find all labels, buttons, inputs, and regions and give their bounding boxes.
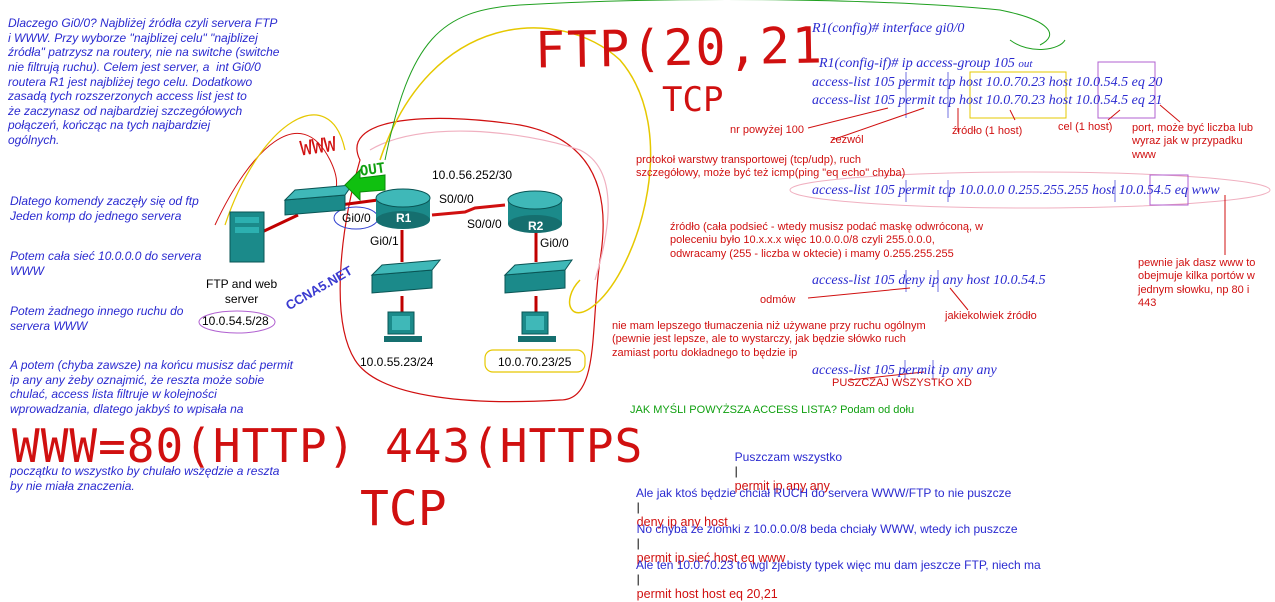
r2-s000-label: S0/0/0 <box>467 217 502 231</box>
r1-gi00-label: Gi0/0 <box>342 211 371 225</box>
acl3-source-highlight <box>789 171 1271 209</box>
server-ip: 10.0.54.5/28 <box>202 314 269 328</box>
pink-loop-annotation <box>369 130 609 281</box>
green-curve-annotation <box>384 0 1051 161</box>
annotation-www-ports: pewnie jak dasz www to obejmuje kilka po… <box>1138 257 1256 310</box>
yellow-scribble-left <box>224 114 346 226</box>
note-paragraph-4: Potem żadnego innego ruchu do servera WW… <box>10 304 184 333</box>
acl-port-box <box>1149 174 1189 206</box>
annotation-cel: cel (1 host) <box>1058 121 1113 133</box>
annotation-protokol: protokoł warstwy transportowej (tcp/udp)… <box>636 154 906 180</box>
pc-icon-2 <box>518 311 556 342</box>
handwriting-www-label: WWW <box>298 131 338 161</box>
server-icon <box>229 211 265 263</box>
summary-row-1-rule: permit ip any any <box>734 478 830 493</box>
annotation-jakiekolwiek: jakiekolwiek źródło <box>945 310 1037 322</box>
out-arrow-icon <box>344 168 386 202</box>
link-server-switch <box>261 213 299 234</box>
handwriting-www-tcp: TCP <box>360 481 447 537</box>
acl-line-1: access-list 105 permit tcp host 10.0.70.… <box>812 75 1163 90</box>
annotation-nr: nr powyżej 100 <box>730 124 804 136</box>
out-underline-scribble <box>1009 39 1066 50</box>
acl-dest-box <box>1097 61 1156 119</box>
r1-gi01-label: Gi0/1 <box>370 234 399 248</box>
switch-icon-2 <box>370 259 442 294</box>
link-serial-r1-r2 <box>431 203 506 217</box>
r1-label: R1 <box>396 211 412 225</box>
summary-row-1: Puszczam wszystko | permit ip any any <box>728 435 842 494</box>
handwriting-www-ports: WWW=80(HTTP) 443(HTTPS <box>12 419 644 473</box>
summary-row-3-text: No chyba że ziomki z 10.0.0.0/8 beda chc… <box>636 521 1018 536</box>
annotation-port: port, może być liczba lub wyraz jak w pr… <box>1132 122 1254 161</box>
acl-source-box <box>969 71 1067 119</box>
note-paragraph-1: Dlaczego Gi0/0? Najbliżej źródła czyli s… <box>8 16 280 147</box>
red-loop-annotation <box>339 117 604 403</box>
acl-line-3: access-list 105 permit tcp 10.0.0.0 0.25… <box>812 183 1220 198</box>
acl-line-4: access-list 105 deny ip any host 10.0.54… <box>812 273 1046 288</box>
summary-row-2-text: Ale jak ktoś będzie chciał RUCH do serve… <box>636 485 1012 500</box>
summary-row-4-rule: permit host host eq 20,21 <box>636 586 778 601</box>
r2-gi00-label: Gi0/0 <box>540 236 569 250</box>
handwriting-ftp-tcp: TCP <box>662 80 724 120</box>
pc1-ip: 10.0.55.23/24 <box>360 355 434 369</box>
acl-line-5: access-list 105 permit ip any any <box>812 363 997 378</box>
annotation-zrodlo: źródło (1 host) <box>952 125 1023 137</box>
summary-row-1-separator: | <box>734 464 738 479</box>
summary-row-3: No chyba że ziomki z 10.0.0.0/8 beda chc… <box>630 507 1018 566</box>
pc-icon-1 <box>384 311 422 342</box>
r1-s000-label: S0/0/0 <box>439 192 474 206</box>
serial-network-label: 10.0.56.252/30 <box>432 168 513 182</box>
summary-row-4-separator: | <box>636 572 640 587</box>
acl-line-2: access-list 105 permit tcp host 10.0.70.… <box>812 93 1163 108</box>
r2-label: R2 <box>528 219 544 233</box>
server-ip-highlight <box>198 310 276 334</box>
link-switch-r1 <box>339 198 379 207</box>
summary-row-1-text: Puszczam wszystko <box>734 449 843 464</box>
note-paragraph-5: A potem (chyba zawsze) na końcu musisz d… <box>10 358 294 416</box>
annotation-pointers <box>807 104 1226 381</box>
summary-row-3-rule: permit ip sieć host eq www <box>636 550 786 565</box>
summary-heading: JAK MYŚLI POWYŻSZA ACCESS LISTA? Podam o… <box>630 404 915 416</box>
annotation-odmow: odmów <box>760 294 796 306</box>
summary-row-4: Ale ten 10.0.70.23 to wgl zjebisty typek… <box>630 543 1041 602</box>
annotation-zrodlo-siec: źródło (cała podsieć - wtedy musisz poda… <box>670 221 984 260</box>
yellow-curve-annotation <box>379 27 652 314</box>
summary-row-3-separator: | <box>636 536 640 551</box>
annotation-zezwol: zezwól <box>830 134 864 146</box>
summary-row-4-text: Ale ten 10.0.70.23 to wgl zjebisty typek… <box>636 557 1041 572</box>
command-interface: R1(config)# interface gi0/0 <box>812 21 965 36</box>
command-access-group-out: out <box>1018 58 1033 71</box>
server-label: FTP and web server <box>206 277 278 306</box>
note-paragraph-3: Potem cała sieć 10.0.0.0 do servera WWW <box>10 249 202 278</box>
summary-row-2: Ale jak ktoś będzie chciał RUCH do serve… <box>630 471 1011 530</box>
annotation-ip-note: nie mam lepszego tłumaczenia niż używane… <box>612 320 926 359</box>
diagram-canvas <box>198 0 1271 403</box>
summary-row-2-rule: deny ip any host <box>636 514 728 529</box>
router-r2-icon <box>507 190 563 233</box>
note-paragraph-6: początku to wszystko by chulało wszędzie… <box>10 464 280 493</box>
command-access-group-prefix: R1(config-if)# ip access-group 105 <box>819 56 1019 72</box>
command-access-group: R1(config-if)# ip access-group 105 out <box>812 38 1032 72</box>
router-r1-icon <box>375 188 431 229</box>
pc2-ip: 10.0.70.23/25 <box>498 355 572 369</box>
switch-icon-1 <box>283 184 354 216</box>
annotation-puszczaj: PUSZCZAJ WSZYSTKO XD <box>832 377 972 389</box>
switch-icon-3 <box>503 259 574 294</box>
note-paragraph-2: Dlatego komendy zaczęły się od ftp Jeden… <box>10 194 199 223</box>
handwriting-ftp-ports: FTP(20,21 <box>534 16 825 80</box>
pc2-ip-highlight <box>484 349 586 373</box>
summary-row-2-separator: | <box>636 500 640 515</box>
handwriting-out-label: OUT <box>358 160 387 180</box>
